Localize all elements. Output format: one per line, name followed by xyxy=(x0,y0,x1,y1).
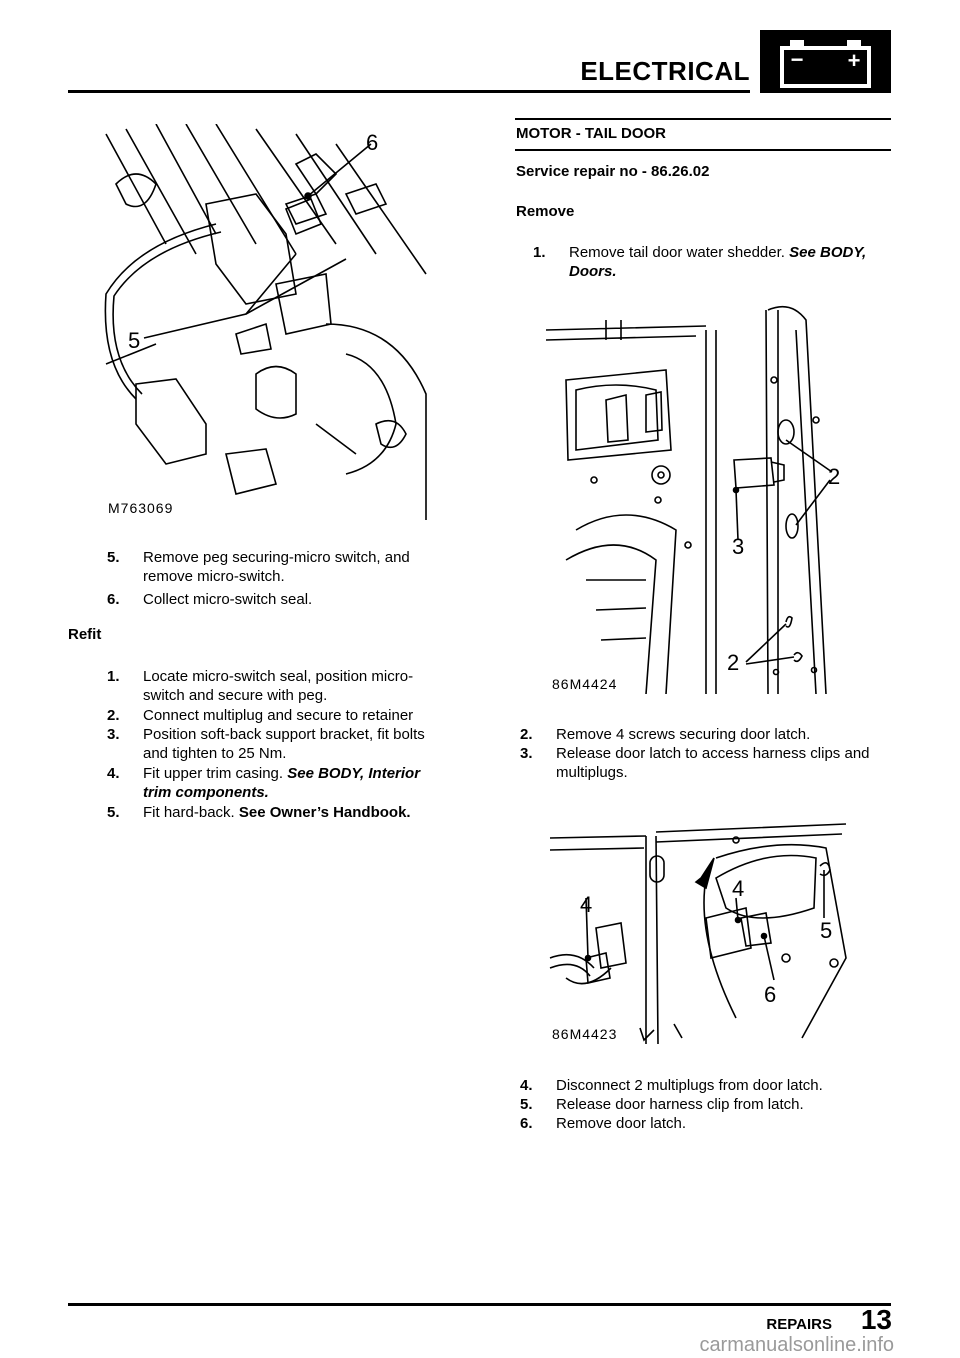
step-text: Release door latch to access harness cli… xyxy=(556,745,870,781)
cross-reference: See BODY, Interior trim components. xyxy=(143,765,421,801)
step-text: Remove door latch. xyxy=(556,1115,687,1132)
refit-step-5: 5. Fit hard-back. See Owner’s Handbook. xyxy=(107,803,452,822)
callout-4-right: 4 xyxy=(732,876,745,901)
service-repair-number: Service repair no - 86.26.02 xyxy=(516,163,710,180)
step-number: 2. xyxy=(520,726,533,743)
step-text: Collect micro-switch seal. xyxy=(143,591,313,608)
step-number: 5. xyxy=(107,804,120,821)
callout-6: 6 xyxy=(764,982,777,1007)
callout-6: 6 xyxy=(366,130,379,155)
callout-2-lower: 2 xyxy=(727,650,740,675)
remove-heading: Remove xyxy=(516,203,575,220)
battery-icon: − + xyxy=(760,30,891,93)
step-5: 5. Remove peg securing-micro switch, and… xyxy=(107,548,452,586)
step-number: 1. xyxy=(533,244,546,261)
step-text: Remove peg securing-micro switch, and re… xyxy=(143,549,410,585)
cross-reference: See BODY, Doors. xyxy=(569,244,867,280)
section-rule-bottom xyxy=(515,149,891,151)
step-text: Locate micro-switch seal, position micro… xyxy=(143,668,414,704)
step-text: Disconnect 2 multiplugs from door latch. xyxy=(556,1077,823,1094)
footer-rule xyxy=(68,1303,891,1306)
step-text: Remove 4 screws securing door latch. xyxy=(556,726,811,743)
watermark: carmanualsonline.info xyxy=(699,1334,894,1356)
step-number: 2. xyxy=(107,707,120,724)
step-number: 6. xyxy=(107,591,120,608)
remove-step-4: 4. Disconnect 2 multiplugs from door lat… xyxy=(520,1076,892,1095)
remove-step-6: 6. Remove door latch. xyxy=(520,1114,892,1133)
section-rule-top xyxy=(515,118,891,120)
step-number: 4. xyxy=(107,765,120,782)
callout-2: 2 xyxy=(828,464,841,489)
figure-micro-switch: 6 5 M763069 xyxy=(96,124,440,520)
step-6: 6. Collect micro-switch seal. xyxy=(107,590,452,609)
step-number: 5. xyxy=(520,1096,533,1113)
refit-heading: Refit xyxy=(68,626,102,643)
step-number: 3. xyxy=(520,745,533,762)
remove-step-2: 2. Remove 4 screws securing door latch. xyxy=(520,725,892,744)
section-heading: MOTOR - TAIL DOOR xyxy=(516,125,666,142)
step-text: Connect multiplug and secure to retainer xyxy=(143,707,414,724)
callout-5: 5 xyxy=(820,918,833,943)
remove-step-1: 1. Remove tail door water shedder. See B… xyxy=(533,243,893,281)
step-number: 5. xyxy=(107,549,120,566)
battery-minus: − xyxy=(791,47,804,72)
step-text: Position soft-back support bracket, fit … xyxy=(143,726,425,762)
battery-plus: + xyxy=(848,48,861,73)
step-number: 4. xyxy=(520,1077,533,1094)
figure-door-latch-multiplugs: 4 4 5 6 86M4423 xyxy=(546,818,862,1044)
refit-step-4: 4. Fit upper trim casing. See BODY, Inte… xyxy=(107,764,452,802)
callout-3: 3 xyxy=(732,534,745,559)
refit-step-1: 1. Locate micro-switch seal, position mi… xyxy=(107,667,452,705)
step-text: Remove tail door water shedder. xyxy=(569,244,785,261)
step-text: Release door harness clip from latch. xyxy=(556,1096,804,1113)
header-rule xyxy=(68,90,750,93)
remove-step-3: 3. Release door latch to access harness … xyxy=(520,744,892,782)
callout-4-left: 4 xyxy=(580,892,593,917)
section-title: ELECTRICAL xyxy=(580,56,750,86)
cross-reference: See Owner’s Handbook. xyxy=(238,804,411,821)
footer-section-label: REPAIRS xyxy=(766,1316,832,1333)
step-text: Fit upper trim casing. xyxy=(143,765,284,782)
figure-label: M763069 xyxy=(108,500,174,516)
step-number: 1. xyxy=(107,668,120,685)
refit-step-3: 3. Position soft-back support bracket, f… xyxy=(107,725,452,763)
step-number: 6. xyxy=(520,1115,533,1132)
callout-5: 5 xyxy=(128,328,141,353)
step-number: 3. xyxy=(107,726,120,743)
figure-label: 86M4424 xyxy=(552,676,618,692)
remove-step-5: 5. Release door harness clip from latch. xyxy=(520,1095,892,1114)
figure-door-latch-screws: 2 3 2 86M4424 xyxy=(546,300,850,694)
step-text: Fit hard-back. xyxy=(143,804,235,821)
refit-step-2: 2. Connect multiplug and secure to retai… xyxy=(107,706,452,725)
figure-label: 86M4423 xyxy=(552,1026,618,1042)
page-number: 13 xyxy=(860,1304,892,1335)
